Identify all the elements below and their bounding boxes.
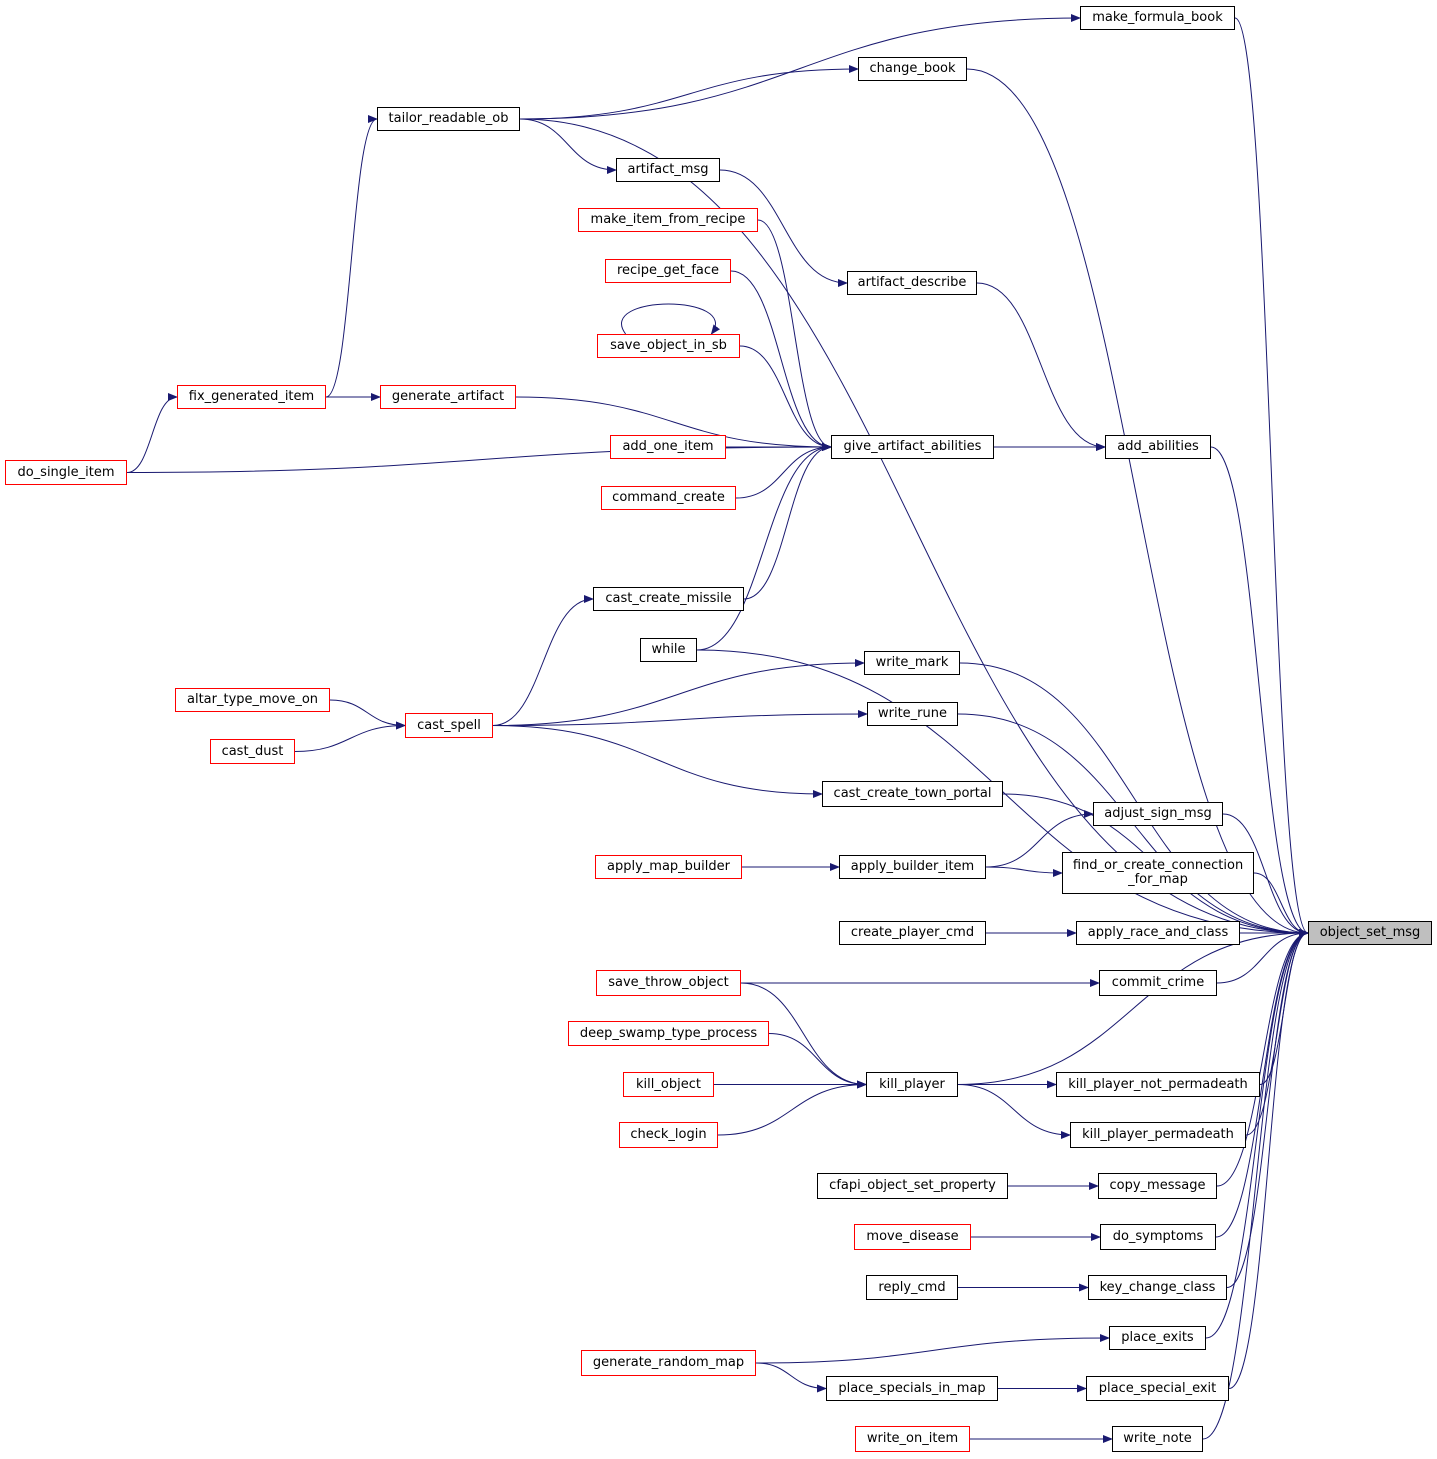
node-kill-player[interactable]: kill_player (866, 1072, 958, 1097)
edge-cast_spell-to-cast_create_missile (492, 595, 594, 726)
node-write-rune[interactable]: write_rune (867, 702, 958, 726)
edge-copy_message-to-object_set_msg (1216, 929, 1309, 1187)
node-make-item-from-recipe[interactable]: make_item_from_recipe (578, 208, 758, 232)
node-save-throw-object[interactable]: save_throw_object (596, 970, 741, 996)
node-command-create[interactable]: command_create (601, 486, 736, 510)
edge-tailor_readable_ob-to-artifact_msg (519, 118, 617, 174)
node-kill-player-permadeath[interactable]: kill_player_permadeath (1070, 1122, 1246, 1148)
edge-make_item_from_recipe-to-give_artifact_abilities (757, 219, 832, 451)
node-cfapi-object-set-property[interactable]: cfapi_object_set_property (817, 1173, 1008, 1199)
node-apply-map-builder[interactable]: apply_map_builder (595, 855, 742, 879)
node-make-formula-book[interactable]: make_formula_book (1080, 6, 1235, 30)
node-generate-artifact[interactable]: generate_artifact (380, 385, 516, 409)
edge-fix_generated_item-to-tailor_readable_ob (325, 115, 378, 398)
node-change-book[interactable]: change_book (858, 57, 967, 81)
edge-make_formula_book-to-object_set_msg (1234, 17, 1309, 937)
edge-while-to-give_artifact_abilities (696, 443, 832, 651)
edge-write_note-to-object_set_msg (1202, 929, 1309, 1440)
edge-cast_create_missile-to-give_artifact_abilities (743, 443, 832, 600)
node-place-special-exit[interactable]: place_special_exit (1086, 1376, 1229, 1401)
node-reply-cmd[interactable]: reply_cmd (866, 1275, 958, 1300)
node-find-or-create-connection-for-map[interactable]: find_or_create_connection _for_map (1062, 852, 1254, 894)
node-give-artifact-abilities[interactable]: give_artifact_abilities (831, 435, 994, 459)
edge-place_exits-to-object_set_msg (1205, 929, 1309, 1339)
node-do-single-item[interactable]: do_single_item (5, 460, 127, 485)
node-altar-type-move-on[interactable]: altar_type_move_on (175, 688, 330, 712)
edge-recipe_get_face-to-give_artifact_abilities (730, 270, 832, 451)
edge-save_object_in_sb-to-save_object_in_sb (621, 303, 720, 335)
node-save-object-in-sb[interactable]: save_object_in_sb (597, 334, 740, 358)
node-add-abilities[interactable]: add_abilities (1105, 435, 1211, 459)
node-apply-race-and-class[interactable]: apply_race_and_class (1076, 921, 1240, 945)
node-place-specials-in-map[interactable]: place_specials_in_map (826, 1376, 998, 1401)
edge-command_create-to-give_artifact_abilities (735, 443, 832, 499)
node-deep-swamp-type-process[interactable]: deep_swamp_type_process (568, 1021, 769, 1046)
node-cast-spell[interactable]: cast_spell (405, 713, 493, 738)
node-artifact-msg[interactable]: artifact_msg (616, 158, 720, 182)
node-cast-create-missile[interactable]: cast_create_missile (593, 587, 744, 611)
edge-key_change_class-to-object_set_msg (1226, 929, 1309, 1288)
node-object-set-msg[interactable]: object_set_msg (1308, 921, 1432, 945)
edge-add_abilities-to-object_set_msg (1210, 446, 1309, 937)
node-adjust-sign-msg[interactable]: adjust_sign_msg (1093, 802, 1223, 826)
node-kill-object[interactable]: kill_object (623, 1072, 714, 1097)
node-copy-message[interactable]: copy_message (1098, 1173, 1217, 1199)
edge-generate_artifact-to-give_artifact_abilities (515, 396, 832, 451)
node-tailor-readable-ob[interactable]: tailor_readable_ob (377, 107, 520, 131)
node-key-change-class[interactable]: key_change_class (1088, 1275, 1227, 1300)
node-check-login[interactable]: check_login (619, 1122, 718, 1148)
node-cast-dust[interactable]: cast_dust (210, 739, 295, 764)
edge-kill_player-to-kill_player_permadeath (957, 1084, 1071, 1139)
edge-tailor_readable_ob-to-change_book (519, 65, 859, 120)
edge-apply_builder_item-to-find_or_create_connection_for_map (985, 866, 1063, 877)
edge-apply_builder_item-to-adjust_sign_msg (985, 810, 1094, 868)
edge-artifact_describe-to-add_abilities (976, 282, 1106, 451)
node-generate-random-map[interactable]: generate_random_map (581, 1350, 756, 1376)
edge-deep_swamp_type_process-to-kill_player (768, 1033, 867, 1089)
node-kill-player-not-permadeath[interactable]: kill_player_not_permadeath (1056, 1072, 1260, 1097)
node-fix-generated-item[interactable]: fix_generated_item (177, 385, 326, 409)
edge-find_or_create_connection_for_map-to-object_set_msg (1253, 872, 1309, 937)
edge-commit_crime-to-object_set_msg (1216, 929, 1309, 984)
edge-altar_type_move_on-to-cast_spell (329, 699, 406, 730)
edge-save_object_in_sb-to-give_artifact_abilities (739, 345, 832, 451)
node-write-on-item[interactable]: write_on_item (855, 1426, 970, 1452)
node-apply-builder-item[interactable]: apply_builder_item (839, 855, 986, 879)
edge-generate_random_map-to-place_exits (755, 1334, 1110, 1364)
node-recipe-get-face[interactable]: recipe_get_face (605, 259, 731, 283)
node-do-symptoms[interactable]: do_symptoms (1100, 1224, 1216, 1250)
edge-check_login-to-kill_player (717, 1080, 867, 1136)
edge-cast_spell-to-write_mark (492, 659, 865, 726)
edge-do_single_item-to-fix_generated_item (126, 393, 178, 473)
node-while[interactable]: while (640, 638, 697, 662)
edge-cast_dust-to-cast_spell (294, 721, 406, 752)
edge-cast_spell-to-write_rune (492, 710, 868, 726)
edge-tailor_readable_ob-to-make_formula_book (519, 14, 1081, 120)
edge-artifact_msg-to-artifact_describe (719, 169, 848, 287)
node-create-player-cmd[interactable]: create_player_cmd (839, 921, 986, 945)
edge-cast_spell-to-cast_create_town_portal (492, 725, 823, 798)
edge-adjust_sign_msg-to-object_set_msg (1222, 813, 1309, 937)
node-write-note[interactable]: write_note (1112, 1426, 1203, 1452)
edge-write_mark-to-object_set_msg (959, 662, 1309, 937)
node-place-exits[interactable]: place_exits (1109, 1326, 1206, 1350)
node-cast-create-town-portal[interactable]: cast_create_town_portal (822, 781, 1003, 807)
node-move-disease[interactable]: move_disease (854, 1224, 971, 1250)
node-artifact-describe[interactable]: artifact_describe (847, 271, 977, 295)
edge-generate_random_map-to-place_specials_in_map (755, 1362, 827, 1393)
edge-place_special_exit-to-object_set_msg (1228, 929, 1309, 1389)
node-add-one-item[interactable]: add_one_item (610, 435, 726, 459)
edge-kill_player-to-object_set_msg (957, 929, 1309, 1085)
node-write-mark[interactable]: write_mark (864, 651, 960, 675)
node-commit-crime[interactable]: commit_crime (1099, 970, 1217, 996)
